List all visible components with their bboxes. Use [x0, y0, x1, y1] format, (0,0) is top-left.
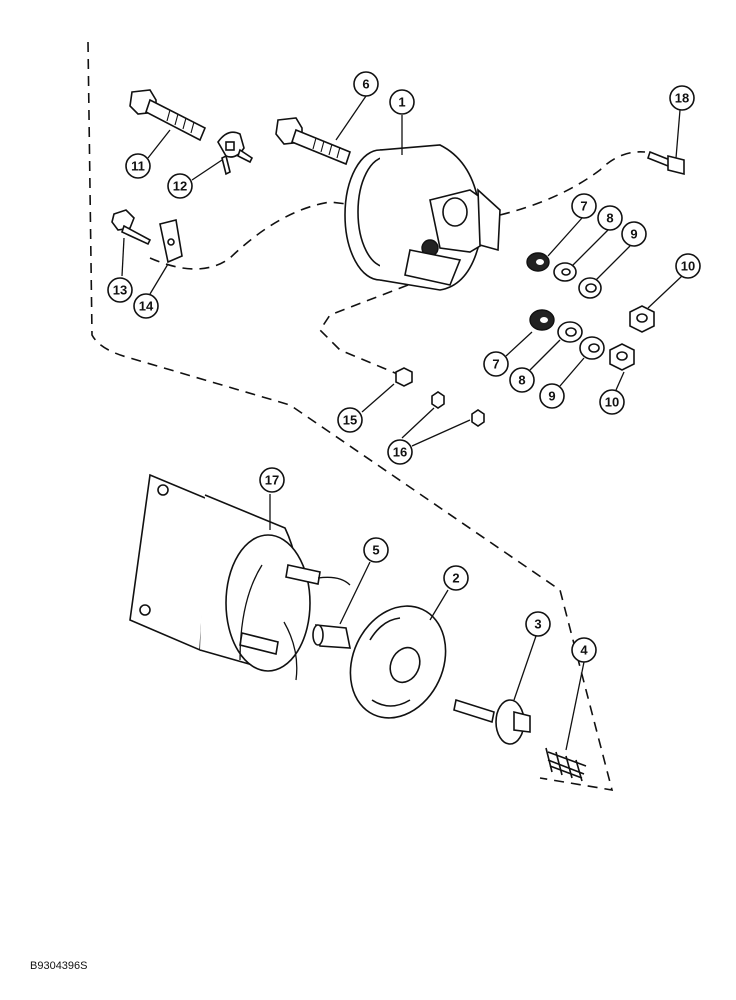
callout-13: 13	[107, 277, 133, 303]
callout-11: 11	[125, 153, 151, 179]
assembly-outline-screw-path	[499, 151, 646, 216]
nut-part-16	[431, 391, 485, 427]
lock-tab-part-12	[217, 131, 254, 176]
svg-text:10: 10	[605, 395, 619, 410]
callout-7-upper: 7	[571, 193, 597, 219]
svg-text:8: 8	[606, 211, 613, 226]
plunger-part-3	[453, 698, 531, 745]
callout-4: 4	[571, 637, 597, 663]
callout-16: 16	[387, 439, 413, 465]
callout-12: 12	[167, 173, 193, 199]
callout-7-lower: 7	[483, 351, 509, 377]
callout-8-upper: 8	[597, 205, 623, 231]
svg-text:12: 12	[173, 179, 187, 194]
lockwasher-part-9-lower	[579, 336, 605, 360]
solenoid-part-17	[129, 473, 351, 681]
assembly-outline-nut-path	[318, 284, 409, 376]
svg-text:17: 17	[265, 473, 279, 488]
callout-5: 5	[363, 537, 389, 563]
callout-10-lower: 10	[599, 389, 625, 415]
nut-part-10-lower	[609, 343, 635, 371]
assembly-outline-bolt-path	[149, 201, 356, 270]
callout-17: 17	[259, 467, 285, 493]
bushing-part-5	[312, 624, 351, 649]
plate-part-2	[349, 605, 447, 719]
svg-text:7: 7	[580, 199, 587, 214]
svg-text:18: 18	[675, 91, 689, 106]
svg-text:9: 9	[548, 389, 555, 404]
svg-text:6: 6	[362, 77, 369, 92]
figure-code: B9304396S	[30, 960, 88, 972]
hex-screw-part-13	[111, 209, 152, 246]
callout-9-upper: 9	[621, 221, 647, 247]
callout-8-lower: 8	[509, 367, 535, 393]
svg-text:9: 9	[630, 227, 637, 242]
carriage-bolt-part-11	[129, 89, 207, 142]
nut-part-10-upper	[629, 305, 655, 333]
svg-text:8: 8	[518, 373, 525, 388]
assembly-outline-upper	[87, 41, 614, 791]
svg-text:16: 16	[393, 445, 407, 460]
callout-3: 3	[525, 611, 551, 637]
svg-text:4: 4	[580, 643, 588, 658]
svg-text:5: 5	[372, 543, 379, 558]
nut-part-15	[395, 367, 413, 387]
svg-text:2: 2	[452, 571, 459, 586]
carriage-bolt-part-6	[275, 117, 351, 166]
svg-text:13: 13	[113, 283, 127, 298]
housing-part-1	[344, 144, 501, 291]
washer-part-8-upper	[553, 262, 577, 282]
callout-18: 18	[669, 85, 695, 111]
lockwasher-part-9-upper	[578, 277, 602, 299]
spring-part-4	[545, 747, 587, 782]
svg-text:7: 7	[492, 357, 499, 372]
svg-text:1: 1	[398, 95, 405, 110]
bracket-part-14	[159, 219, 183, 264]
svg-text:3: 3	[534, 617, 541, 632]
svg-text:15: 15	[343, 413, 357, 428]
callout-10-upper: 10	[675, 253, 701, 279]
leader-lines	[121, 95, 683, 751]
callout-2: 2	[443, 565, 469, 591]
hex-screw-part-18	[647, 150, 685, 176]
washer-part-7-lower	[529, 309, 555, 331]
callout-15: 15	[337, 407, 363, 433]
svg-text:11: 11	[131, 159, 145, 174]
callout-14: 14	[133, 293, 159, 319]
callout-6: 6	[353, 71, 379, 97]
washer-part-7-upper	[526, 252, 550, 272]
washer-part-8-lower	[557, 321, 583, 343]
callout-9-lower: 9	[539, 383, 565, 409]
svg-text:14: 14	[139, 299, 154, 314]
svg-text:10: 10	[681, 259, 695, 274]
callout-1: 1	[389, 89, 415, 115]
